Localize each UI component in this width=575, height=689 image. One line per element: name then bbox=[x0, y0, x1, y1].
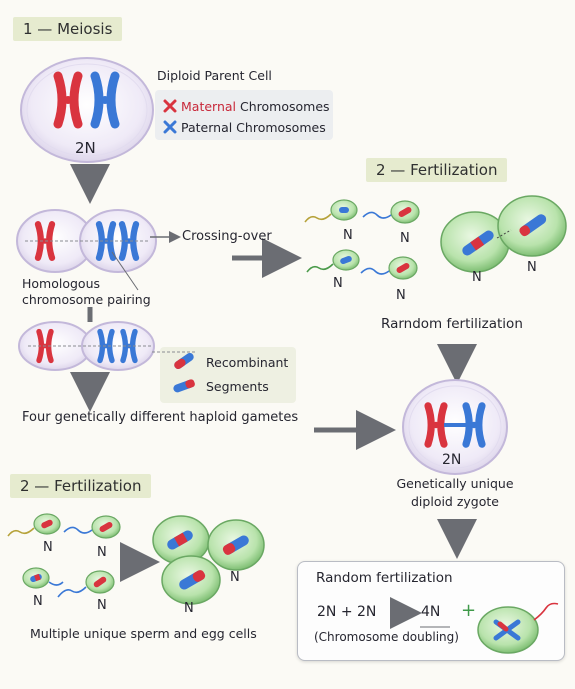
recombinant-label: Recombinant bbox=[206, 355, 289, 370]
n-label-left-1: N bbox=[43, 540, 53, 555]
equation-right: 4N bbox=[421, 604, 441, 620]
rarndom-fertilization-label: Rarndom fertilization bbox=[381, 316, 523, 332]
n-label-3: N bbox=[333, 276, 343, 291]
pairing-pointer bbox=[111, 251, 139, 291]
parent-cell-ploidy: 2N bbox=[75, 139, 96, 157]
recombinant-cell bbox=[18, 321, 155, 371]
equation-plus: + bbox=[461, 600, 477, 621]
chromosome-legend bbox=[155, 90, 333, 140]
paternal-icon bbox=[163, 120, 177, 134]
homologous-label-line1: Homologous bbox=[22, 276, 101, 291]
chromosome-doubling-label: (Chromosome doubling) bbox=[314, 630, 459, 644]
n-label-left-4: N bbox=[97, 598, 107, 613]
sperm-group-right bbox=[304, 199, 420, 280]
pairing-cell bbox=[16, 209, 157, 273]
n-label-egg-1: N bbox=[472, 270, 482, 285]
zygote-ploidy: 2N bbox=[442, 452, 462, 468]
diploid-parent-label: Diploid Parent Cell bbox=[157, 68, 272, 83]
four-gametes-label: Four genetically different haploid gamet… bbox=[22, 410, 299, 425]
egg-cluster-left bbox=[152, 515, 265, 605]
maternal-word: Maternal bbox=[181, 99, 237, 114]
fertilization-section-title-left: 2 — Fertilization bbox=[10, 474, 152, 498]
final-box-title: Random fertilization bbox=[316, 570, 453, 586]
segments-icon bbox=[173, 379, 195, 393]
crossing-over-label: Crossing-over bbox=[182, 229, 272, 244]
equation-left: 2N + 2N bbox=[317, 604, 377, 620]
n-label-1: N bbox=[343, 228, 353, 243]
recombinant-legend bbox=[160, 347, 296, 403]
paternal-chromosomes-label: Paternal Chromosomes bbox=[181, 120, 326, 135]
n-label-left-2: N bbox=[97, 545, 107, 560]
sperm-group-left bbox=[7, 513, 121, 598]
chromosomes-word: Chromosomes bbox=[236, 99, 330, 114]
segments-label: Segments bbox=[206, 379, 269, 394]
fertilization-pair-cells bbox=[440, 195, 567, 273]
maternal-chromosomes-label: Maternal Chromosomes bbox=[181, 99, 330, 114]
fertilization-section-title-right: 2 — Fertilization bbox=[366, 158, 508, 182]
zygote-label-line2: diploid zygote bbox=[411, 494, 499, 509]
maternal-icon bbox=[163, 99, 177, 113]
n-label-egg-2: N bbox=[527, 260, 537, 275]
meiosis-section-title: 1 — Meiosis bbox=[13, 17, 123, 41]
recombinant-icon bbox=[174, 352, 194, 370]
n-label-left-egg-2: N bbox=[184, 601, 194, 616]
zygote-label-line1: Genetically unique bbox=[396, 476, 514, 491]
n-label-left-egg-1: N bbox=[230, 570, 240, 585]
n-label-4: N bbox=[396, 288, 406, 303]
n-label-2: N bbox=[400, 231, 410, 246]
parent-cell bbox=[20, 57, 154, 163]
zygote-cell bbox=[402, 379, 508, 475]
final-cell bbox=[477, 602, 559, 654]
multiple-cells-label: Multiple unique sperm and egg cells bbox=[30, 626, 257, 641]
n-label-left-3: N bbox=[33, 594, 43, 609]
homologous-label-line2: chromosome pairing bbox=[22, 292, 151, 307]
